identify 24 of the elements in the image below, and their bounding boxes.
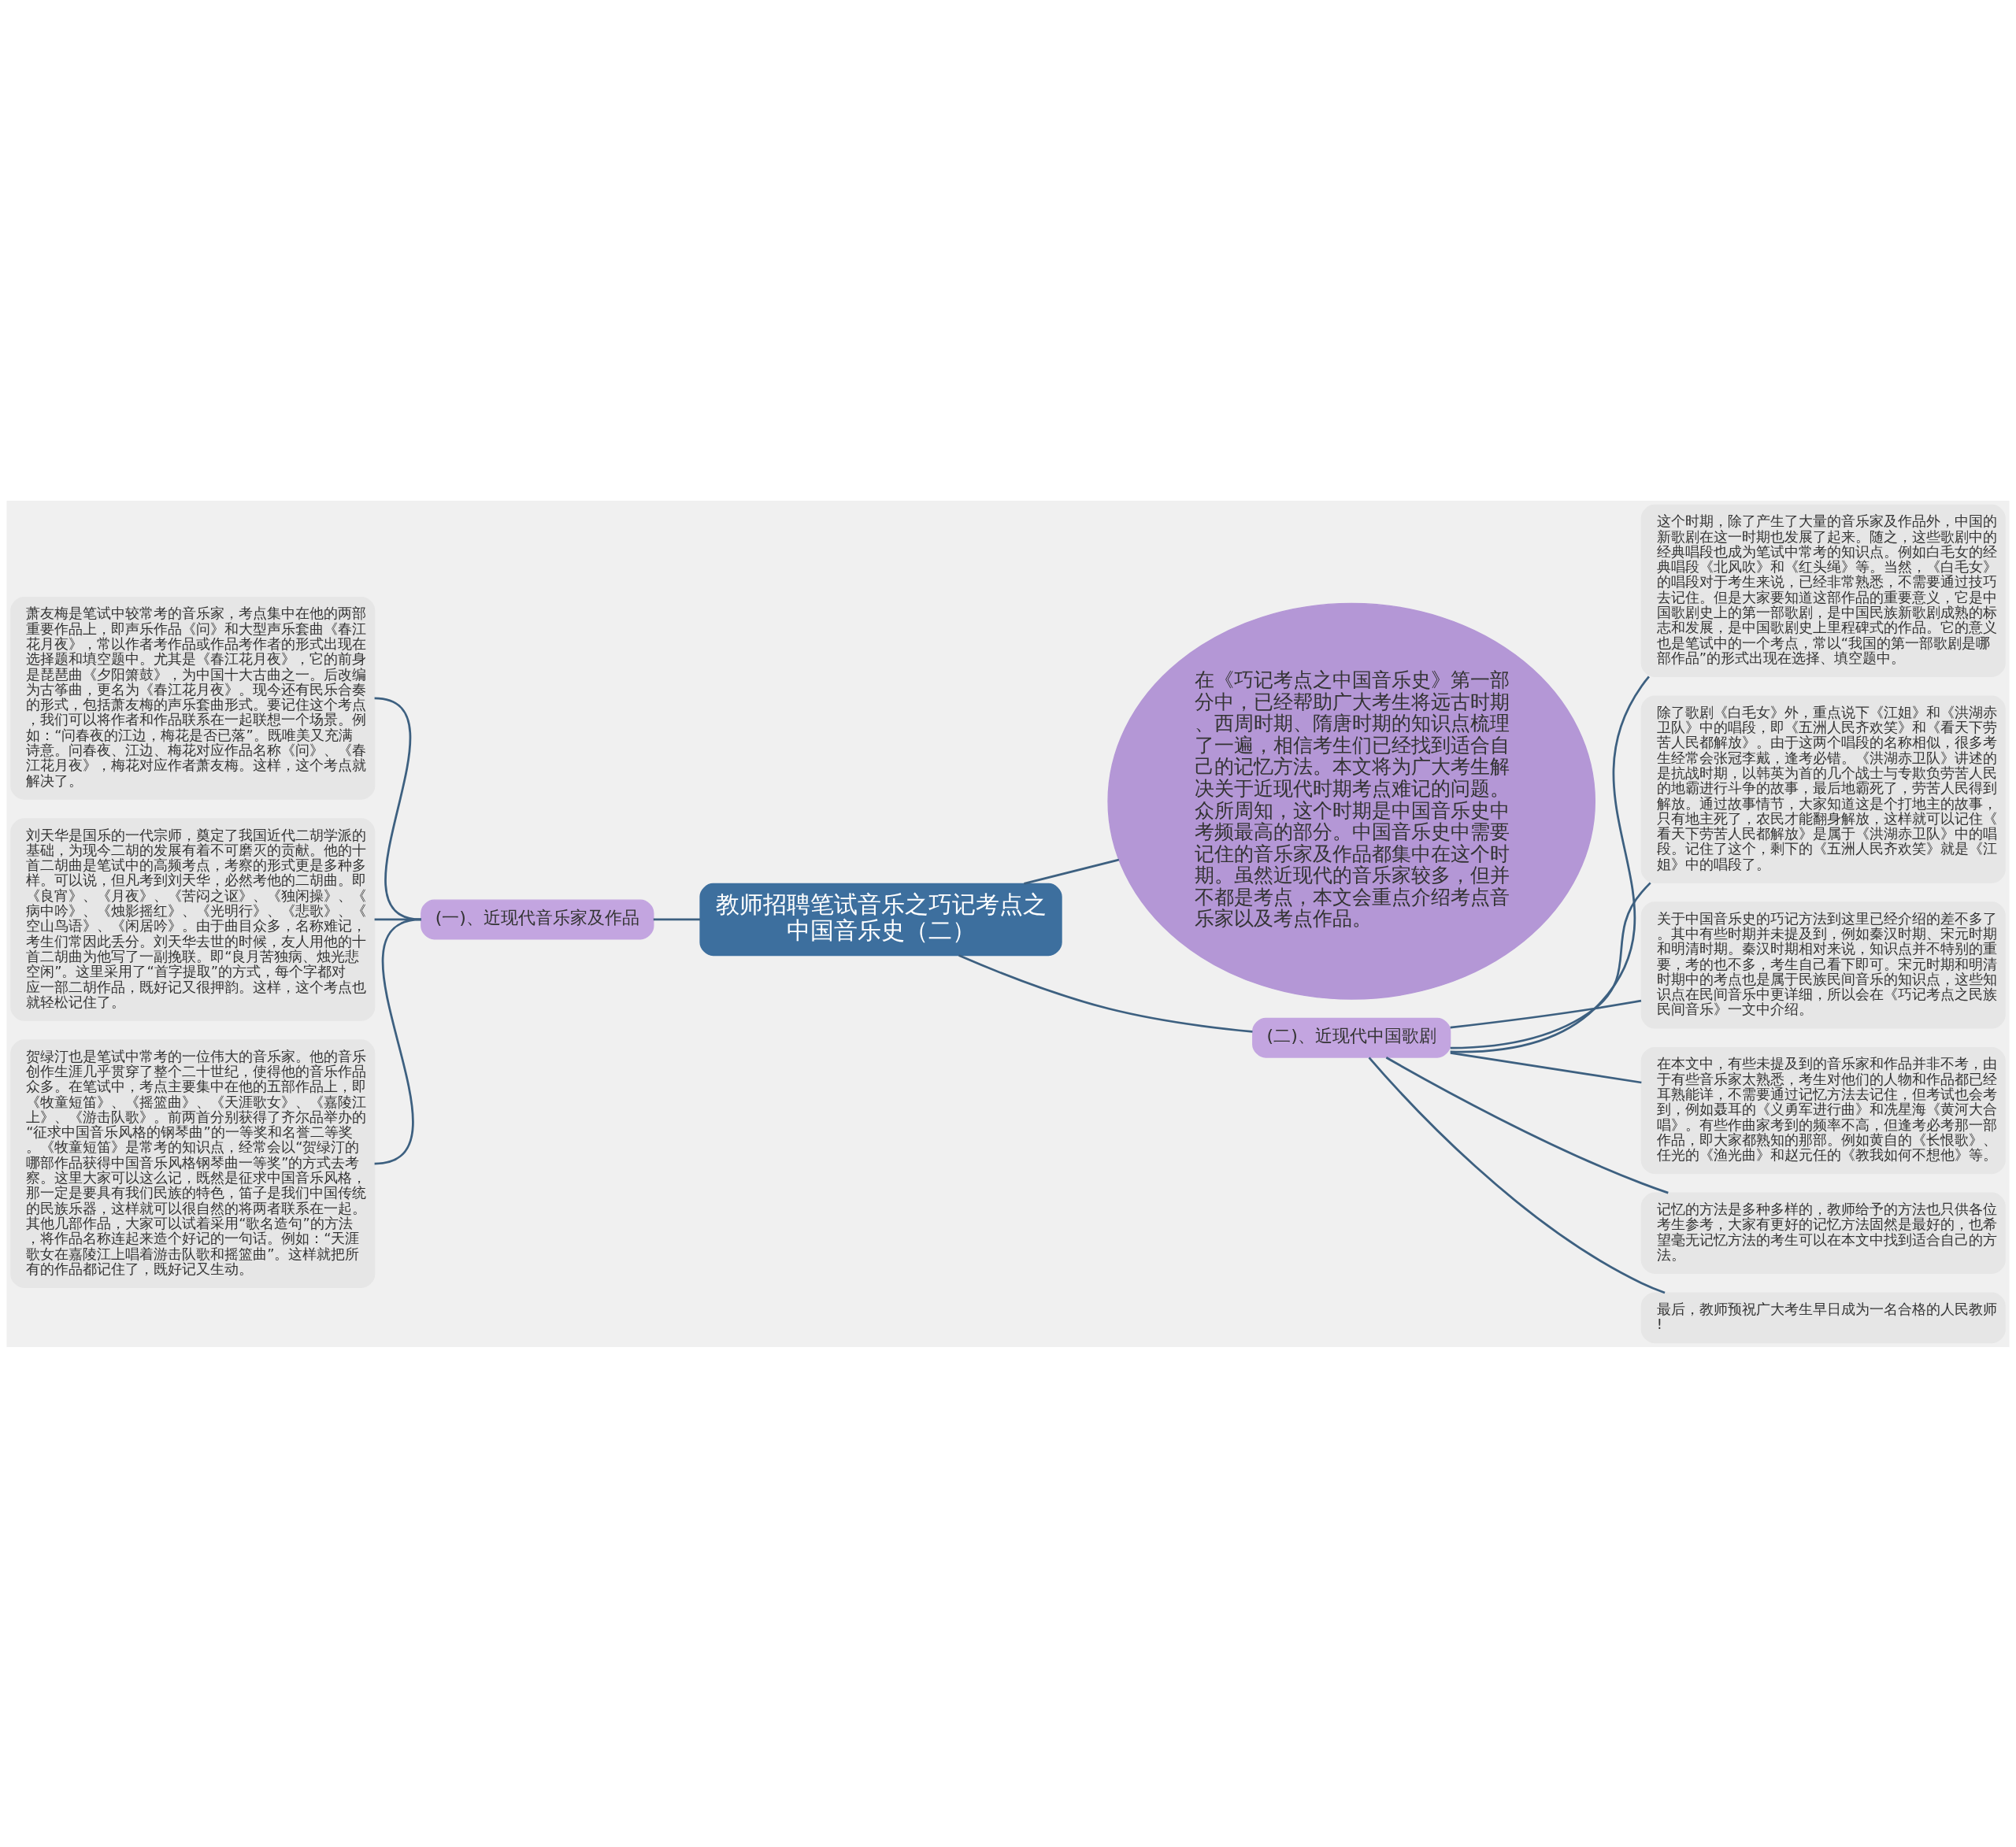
connector <box>1385 1056 1669 1194</box>
connector <box>374 697 422 920</box>
node-ellipse: 在《巧记考点之中国音乐史》第一部分中，已经帮助广大考生将远古时期、西周时期、隋唐时期的知识点梳理了一遍，相信考生们已经找到适合自己的记忆方法。本文将为广大考生解决关于近现代时期考点难记的问题。众所周知，这个时期是中国音乐史中考频最高的部分。中国音乐史中需要记住的音乐家及作品都集中在这个时期。虽然近现代的音乐家较多，但并不都是考点，本文会重点介绍考点音乐家以及考点作品。 <box>1107 602 1596 1000</box>
node-box: 教师招聘笔试音乐之巧记考点之中国音乐史（二） <box>699 883 1062 956</box>
node-box: 关于中国音乐史的巧记方法到这里已经介绍的差不多了。其中有些时期并未提及到，例如秦汉时期、宋元时期和明清时期。秦汉时期相对来说，知识点并不特别的重要，考的也不多，考生自己看下即可。宋元时期和明清时期中的考点也是属于民族民间音乐的知识点，这些知识点在民间音乐中更详细，所以会在《巧记考点之民族民间音乐》一文中介绍。 <box>1640 901 2006 1028</box>
connector <box>1368 1056 1666 1294</box>
node-box: 在本文中，有些未提及到的音乐家和作品并非不考，由于有些音乐家太熟悉，考生对他们的人物和作品都已经耳熟能详，不需要通过记忆方法去记住，但考试也会考到，例如聂耳的《义勇军进行曲》和冼星海《黄河大合唱》。有些作曲家考到的频率不高，但逢考必考那一部作品，即大家都熟知的那部。例如黄自的《长恨歌》、任光的《渔光曲》和赵元任的《教我如何不想他》等。 <box>1640 1046 2006 1174</box>
node-box: 萧友梅是笔试中较常考的音乐家，考点集中在他的两部重要作品上，即声乐作品《问》和大型声乐套曲《春江花月夜》，常以作者考作品或作品考作者的形式出现在选择题和填空题中。尤其是《春江花月夜》，它的前身是琵琶曲《夕阳箫鼓》，为中国十大古曲之一。后改编为古筝曲，更名为《春江花月夜》。现今还有民乐合奏的形式，包括萧友梅的声乐套曲形式。要记住这个考点，我们可以将作者和作品联系在一起联想一个场景。例如：“问春夜的江边，梅花是否已落”。既唯美又充满诗意。问春夜、江边、梅花对应作品名称《问》、《春江花月夜》，梅花对应作者萧友梅。这样，这个考点就解决了。 <box>10 596 376 800</box>
connector <box>653 918 701 920</box>
connector <box>1024 858 1120 885</box>
node-box: (二)、近现代中国歌剧 <box>1252 1017 1451 1058</box>
connector <box>374 918 422 1164</box>
node-box: (一)、近现代音乐家及作品 <box>421 899 654 939</box>
connector <box>1450 676 1650 1053</box>
connector <box>1450 881 1651 1049</box>
node-box: 贺绿汀也是笔试中常考的一位伟大的音乐家。他的音乐创作生涯几乎贯穿了整个二十世纪，使得他的音乐作品众多。在笔试中，考点主要集中在他的五部作品上，即《牧童短笛》、《摇篮曲》、《天涯歌女》、《嘉陵江上》、《游击队歌》。前两首分别获得了齐尔品举办的“征求中国音乐风格的钢琴曲”的一等奖和名誉二等奖。《牧童短笛》是常考的知识点，经常会以“贺绿汀的哪部作品获得中国音乐风格钢琴曲一等奖”的方式去考察。这里大家可以这么记，既然是征求中国音乐风格，那一定是要具有我们民族的特色，笛子是我们中国传统的民族乐器，这样就可以很自然的将两者联系在一起。其他几部作品，大家可以试着采用“歌名造句”的方法，将作品名称连起来造个好记的一句话。例如：“天涯歌女在嘉陵江上唱着游击队歌和摇篮曲”。这样就把所有的作品都记住了，既好记又生动。 <box>10 1038 376 1288</box>
node-box: 这个时期，除了产生了大量的音乐家及作品外，中国的新歌剧在这一时期也发展了起来。随之，这些歌剧中的经典唱段也成为笔试中常考的知识点。例如白毛女的经典唱段《北风吹》和《红头绳》等。当然，《白毛女》的唱段对于考生来说，已经非常熟悉，不需要通过技巧去记住。但是大家要知道这部作品的重要意义，它是中国歌剧史上的第一部歌剧，是中国民族新歌剧成熟的标志和发展，是中国歌剧史上里程碑式的作品。它的意义也是笔试中的一个考点，常以“我国的第一部歌剧是哪部作品”的形式出现在选择、填空题中。 <box>1640 504 2006 677</box>
connector <box>1450 999 1642 1029</box>
connector <box>1450 1051 1642 1083</box>
node-box: 最后，教师预祝广大考生早日成为一名合格的人民教师! <box>1640 1291 2006 1343</box>
node-box: 除了歌剧《白毛女》外，重点说下《江姐》和《洪湖赤卫队》中的唱段，即《五洲人民齐欢笑》和《看天下劳苦人民都解放》。由于这两个唱段的名称相似，很多考生经常会张冠李戴，逢考必错。《洪湖赤卫队》讲述的是抗战时期，以韩英为首的几个战士与专欺负劳苦人民的地霸进行斗争的故事，最后地霸死了，劳苦人民得到解放。通过故事情节，大家知道这是个打地主的故事，只有地主死了，农民才能翻身解放，这样就可以记住《看天下劳苦人民都解放》是属于《洪湖赤卫队》中的唱段。记住了这个，剩下的《五洲人民齐欢笑》就是《江姐》中的唱段了。 <box>1640 694 2006 883</box>
node-box: 记忆的方法是多种多样的，教师给予的方法也只供各位考生参考，大家有更好的记忆方法固然是最好的，也希望毫无记忆方法的考生可以在本文中找到适合自己的方法。 <box>1640 1192 2006 1274</box>
connector <box>958 953 1253 1033</box>
node-box: 刘天华是国乐的一代宗师，奠定了我国近代二胡学派的基础，为现今二胡的发展有着不可磨灭的贡献。他的十首二胡曲是笔试中的高频考点，考察的形式更是多种多样。可以说，但凡考到刘天华，必然考他的二胡曲。即《良宵》、《月夜》、《苦闷之讴》、《独闲操》、《病中吟》、《烛影摇红》、《光明行》、《悲歌》、《空山鸟语》、《闲居吟》。由于曲目众多，名称难记，考生们常因此丢分。刘天华去世的时候，友人用他的十首二胡曲为他写了一副挽联。即“良月苦独病、烛光悲空闲”。这里采用了“首字提取”的方式，每个字都对应一部二胡作品，既好记又很押韵。这样，这个考点也就轻松记住了。 <box>10 817 376 1021</box>
